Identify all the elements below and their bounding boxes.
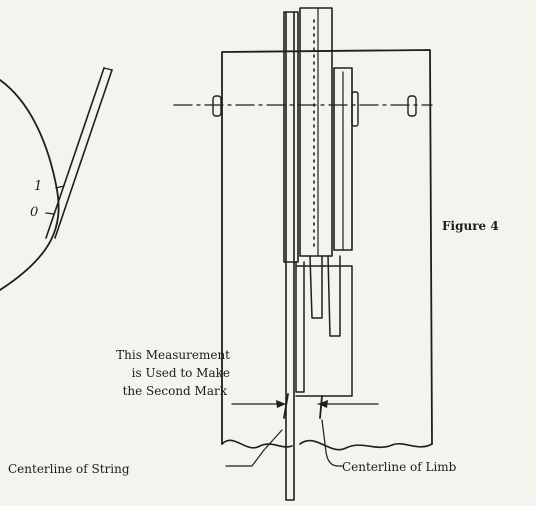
mark-0-tick (45, 212, 55, 215)
lower-strip-b (309, 255, 323, 319)
figure-caption: Figure 4 (442, 219, 499, 233)
center-strip-right (299, 7, 333, 257)
limb-centerline-label: Centerline of Limb (342, 460, 457, 474)
string-center-tick (283, 393, 289, 419)
string-leader-line (225, 429, 283, 467)
limb-center-tick (319, 395, 323, 419)
limb-block-outline (221, 49, 433, 445)
limb-assembly (173, 7, 433, 501)
bottom-break-line (221, 439, 433, 451)
pivot-pin-left (212, 95, 222, 117)
limb-leader-line (321, 419, 343, 467)
lower-strip-c (327, 255, 341, 337)
measurement-label-line-1: This Measurement (116, 348, 230, 362)
bowstring (285, 11, 295, 501)
mark-0-label: 0 (30, 205, 38, 220)
mark-1-label: 1 (34, 179, 42, 194)
measurement-label-line-2: is Used to Make (132, 366, 230, 380)
arrow-left-head (276, 400, 286, 408)
measurement-label-line-3: the Second Mark (123, 384, 228, 398)
clamp-knob-right (351, 91, 359, 127)
mark-1-tick (55, 185, 65, 189)
string-line-inner (54, 69, 113, 239)
lower-strip-a (295, 261, 305, 393)
center-strip-left (283, 11, 299, 263)
arrow-right-head (318, 400, 328, 408)
pivot-pin-right (407, 95, 417, 117)
lower-bar (295, 265, 353, 397)
string-top-cap (103, 67, 113, 71)
measurement-dimension (231, 393, 379, 419)
string-centerline-label: Centerline of String (8, 462, 130, 476)
limb-curve-arc (0, 79, 60, 291)
inset-curve-detail: 1 0 (0, 67, 113, 291)
string-line-outer (45, 67, 105, 239)
